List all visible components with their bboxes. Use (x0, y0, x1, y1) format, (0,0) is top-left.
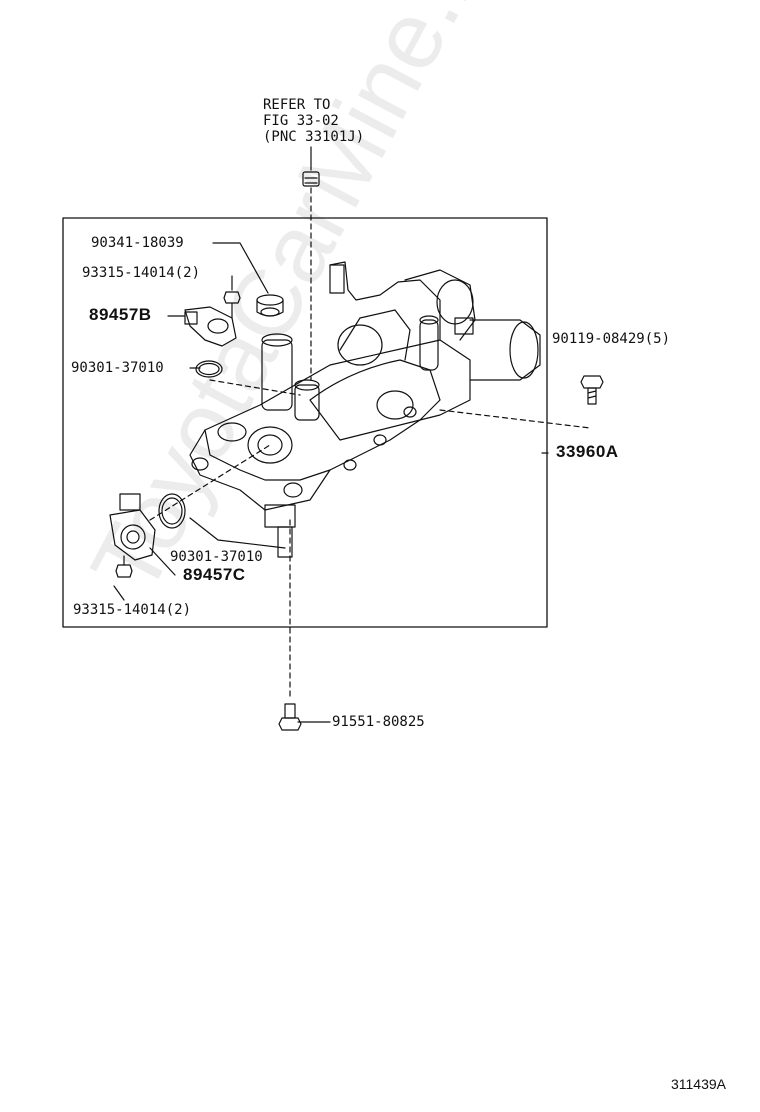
label-90119-08429[interactable]: 90119-08429(5) (552, 331, 671, 347)
label-93315-14014-bottom[interactable]: 93315-14014(2) (73, 602, 192, 618)
refer-note-line1: REFER TO (263, 97, 331, 113)
screw-icon-2 (115, 555, 133, 578)
diagram-code: 311439A (670, 1076, 726, 1092)
refer-bolt-icon (302, 146, 320, 187)
bottom-bolt-icon (278, 703, 331, 731)
label-90341-18039[interactable]: 90341-18039 (91, 235, 184, 251)
sensor-c-icon (109, 493, 156, 561)
label-89457b[interactable]: 89457B (89, 305, 152, 324)
label-93315-14014-top[interactable]: 93315-14014(2) (82, 265, 201, 281)
plug-icon (256, 294, 284, 317)
label-91551-80825[interactable]: 91551-80825 (332, 714, 425, 730)
label-90301-37010-top[interactable]: 90301-37010 (71, 360, 164, 376)
housing-assembly-icon (189, 261, 541, 558)
label-33960a[interactable]: 33960A (556, 442, 619, 461)
bolt-icon (580, 375, 604, 405)
sensor-b-icon (184, 306, 237, 347)
label-89457c[interactable]: 89457C (183, 565, 246, 584)
screw-icon (223, 291, 241, 319)
refer-note-line2: FIG 33-02 (263, 113, 339, 129)
o-ring-icon (195, 360, 223, 378)
label-90301-37010-bottom[interactable]: 90301-37010 (170, 549, 263, 565)
refer-note-line3: (PNC 33101J) (263, 129, 365, 145)
o-ring-icon-2 (158, 493, 186, 529)
